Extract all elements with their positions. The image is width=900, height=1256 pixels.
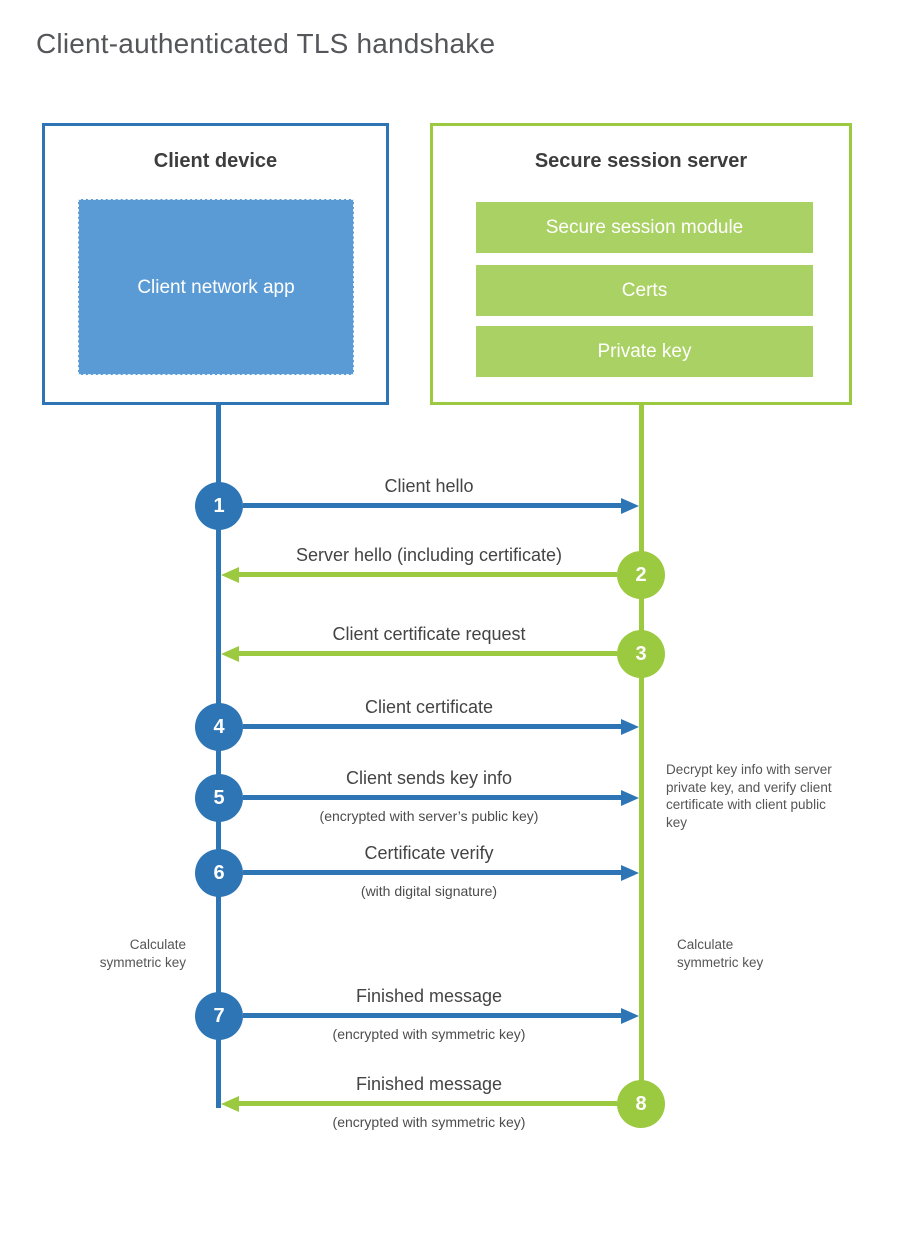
arrow-right-icon bbox=[621, 865, 639, 881]
secure-session-server-box: Secure session server Secure session mod… bbox=[430, 123, 852, 405]
arrow-right-icon bbox=[621, 498, 639, 514]
message-label: Client certificate bbox=[364, 697, 494, 717]
step-number-badge: 8 bbox=[617, 1080, 665, 1128]
arrow-shaft bbox=[239, 572, 617, 577]
arrow-right-icon bbox=[621, 719, 639, 735]
secure-session-server-title: Secure session server bbox=[534, 150, 748, 172]
arrow-shaft bbox=[243, 795, 621, 800]
arrow-left-icon bbox=[221, 567, 239, 583]
arrow-shaft bbox=[243, 724, 621, 729]
decrypt-key-note: Decrypt key info with server private key… bbox=[666, 762, 832, 830]
page-title: Client-authenticated TLS handshake bbox=[36, 28, 496, 59]
message-sublabel: (encrypted with symmetric key) bbox=[332, 1114, 526, 1130]
message-label: Certificate verify bbox=[364, 843, 494, 863]
message-label: Finished message bbox=[355, 986, 503, 1006]
step-number-badge: 6 bbox=[195, 849, 243, 897]
step-number-badge: 4 bbox=[195, 703, 243, 751]
step-number-badge: 3 bbox=[617, 630, 665, 678]
arrow-right-icon bbox=[621, 1008, 639, 1024]
arrow-left-icon bbox=[221, 646, 239, 662]
arrow-shaft bbox=[243, 870, 621, 875]
arrow-left-icon bbox=[221, 1096, 239, 1112]
step-number-badge: 2 bbox=[617, 551, 665, 599]
arrow-shaft bbox=[239, 651, 617, 656]
calculate-symmetric-key-note-client: Calculate symmetric key bbox=[99, 937, 186, 970]
client-network-app-label: Client network app bbox=[137, 276, 295, 298]
server-lifeline bbox=[639, 404, 644, 1104]
calculate-symmetric-key-note-server: Calculate symmetric key bbox=[677, 937, 764, 970]
step-number-badge: 5 bbox=[195, 774, 243, 822]
client-device-title: Client device bbox=[153, 150, 278, 172]
client-network-app-box: Client network app bbox=[78, 199, 354, 375]
message-sublabel: (encrypted with symmetric key) bbox=[332, 1026, 526, 1042]
client-lifeline bbox=[216, 404, 221, 1108]
message-label: Client hello bbox=[384, 476, 474, 496]
arrow-shaft bbox=[243, 1013, 621, 1018]
message-label: Client sends key info bbox=[345, 768, 513, 788]
message-sublabel: (encrypted with server’s public key) bbox=[319, 808, 539, 824]
message-label: Finished message bbox=[355, 1074, 503, 1094]
server-module-certs: Certs bbox=[476, 265, 813, 316]
step-number-badge: 7 bbox=[195, 992, 243, 1040]
server-module-secure-session: Secure session module bbox=[476, 202, 813, 253]
message-label: Server hello (including certificate) bbox=[295, 545, 563, 565]
arrow-shaft bbox=[239, 1101, 617, 1106]
arrow-shaft bbox=[243, 503, 621, 508]
server-module-private-key: Private key bbox=[476, 326, 813, 377]
step-number-badge: 1 bbox=[195, 482, 243, 530]
message-label: Client certificate request bbox=[332, 624, 526, 644]
message-sublabel: (with digital signature) bbox=[360, 883, 498, 899]
arrow-right-icon bbox=[621, 790, 639, 806]
